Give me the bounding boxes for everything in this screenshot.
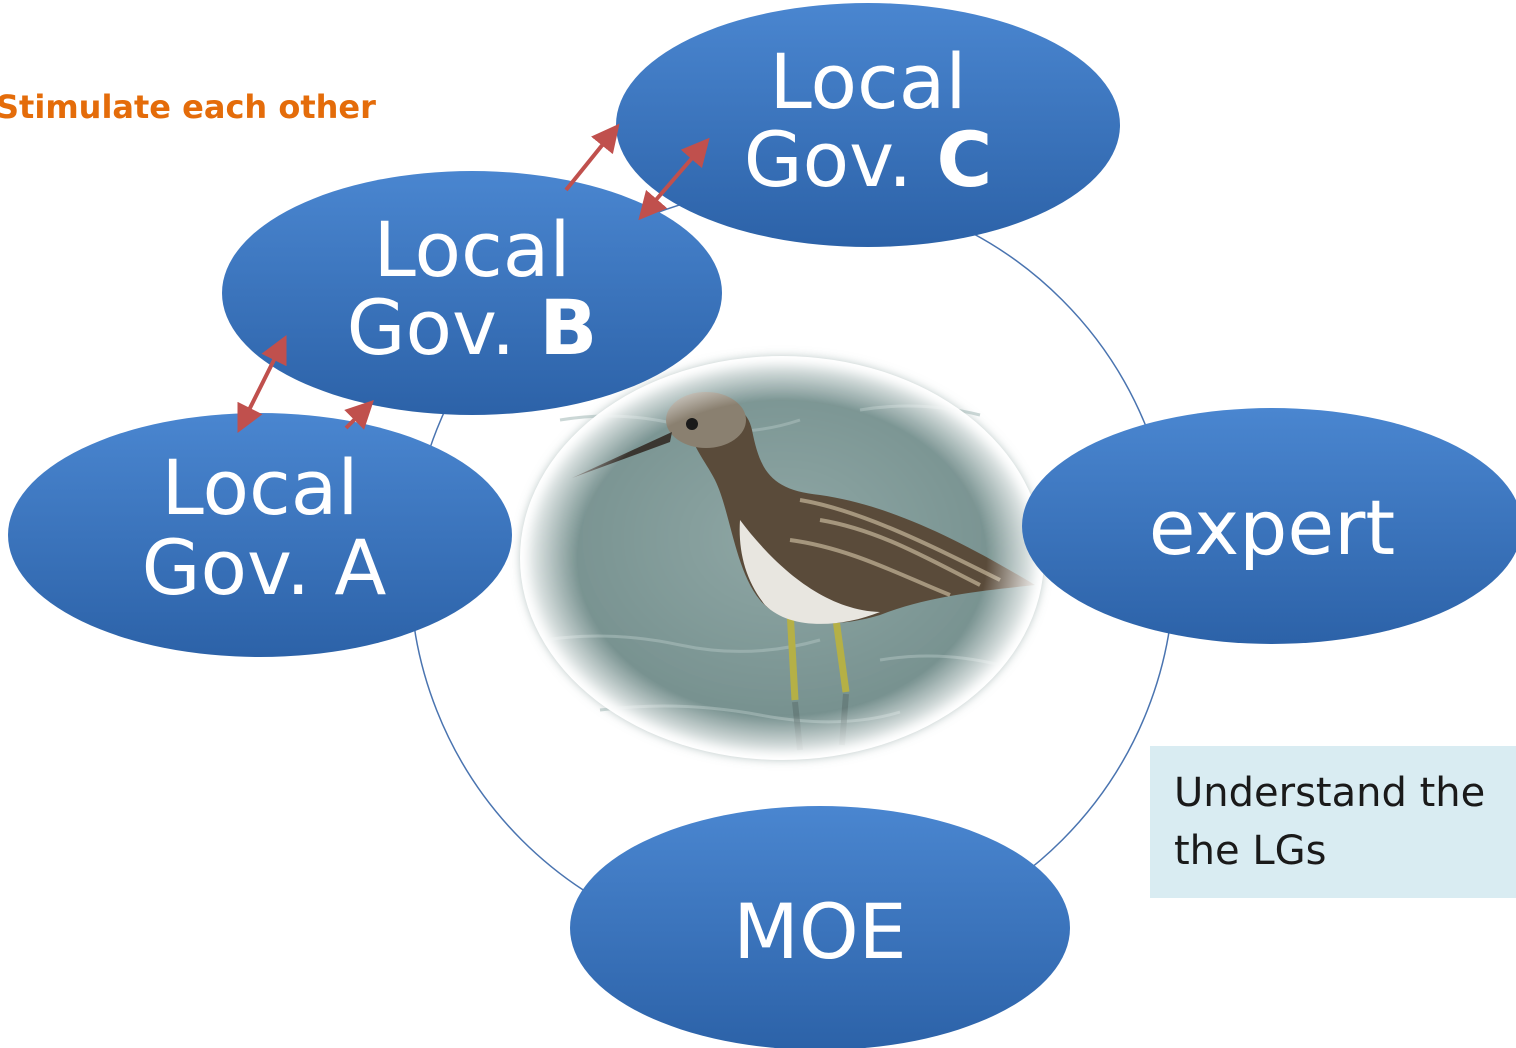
node-expert-label: expert xyxy=(1149,483,1395,572)
node-local-gov-c-prefix: Gov. xyxy=(744,115,937,204)
node-local-gov-c-line1: Local xyxy=(770,37,967,126)
node-local-gov-b-line1: Local xyxy=(374,205,571,294)
arrow-a-b-left xyxy=(237,334,287,434)
arrow-a-b-right xyxy=(344,400,374,430)
node-local-gov-b-letter: B xyxy=(539,283,597,372)
stimulate-heading: Stimulate each other xyxy=(0,88,376,126)
node-expert: expert xyxy=(1022,408,1516,644)
node-local-gov-b: Local Gov. B xyxy=(222,171,722,415)
arrow-b-c-inner xyxy=(638,137,710,221)
node-local-gov-c-letter: C xyxy=(937,115,993,204)
arrow-b-c-outer xyxy=(564,123,620,192)
node-local-gov-c-line2: Gov. C xyxy=(744,115,993,204)
node-local-gov-a-line2: Gov. A xyxy=(142,523,387,612)
node-moe-label: MOE xyxy=(733,887,906,976)
note-line-1: Understand the xyxy=(1174,770,1486,816)
node-local-gov-a: Local Gov. A xyxy=(8,413,512,657)
node-local-gov-a-line1: Local xyxy=(162,443,359,532)
bird-photo xyxy=(520,356,1044,760)
node-local-gov-b-line2: Gov. B xyxy=(347,283,598,372)
understand-note-box: Understand the the LGs xyxy=(1150,746,1516,898)
node-local-gov-b-prefix: Gov. xyxy=(347,283,540,372)
node-local-gov-c: Local Gov. C xyxy=(616,3,1120,247)
note-line-2: the LGs xyxy=(1174,828,1327,874)
node-moe: MOE xyxy=(570,806,1070,1048)
